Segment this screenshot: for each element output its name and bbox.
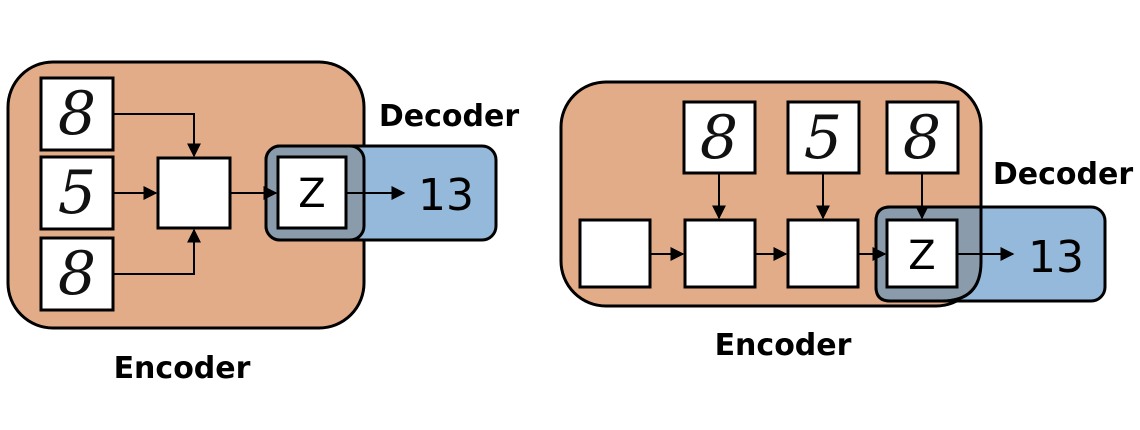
right-encoder-label: Encoder <box>715 328 852 363</box>
right-digit-3: 8 <box>903 103 941 173</box>
left-decoder-label: Decoder <box>379 99 519 134</box>
right-digit-2: 5 <box>804 103 842 173</box>
left-arrow-bottom <box>113 228 201 275</box>
left-digit-box-3 <box>39 236 115 312</box>
right-digit-box-2 <box>786 100 861 175</box>
right-initial-state-box <box>578 218 652 289</box>
right-digit-box-1 <box>682 100 757 175</box>
left-output-value: 13 <box>418 170 474 221</box>
left-digit-3: 8 <box>58 239 96 309</box>
right-digit-box-3 <box>885 100 960 175</box>
left-digit-box-2 <box>39 155 115 231</box>
right-output-value: 13 <box>1028 232 1084 283</box>
left-diagram: 8 5 8 Z 13 Decoder Encoder <box>6 60 519 386</box>
left-arrow-top <box>113 113 201 158</box>
left-z-box <box>276 155 348 230</box>
right-digit-1: 8 <box>700 103 738 173</box>
right-decoder-label: Decoder <box>993 157 1133 192</box>
left-z-label: Z <box>298 171 325 217</box>
left-aggregator-box <box>156 156 232 230</box>
right-diagram: 8 5 8 Z 13 Decoder Encoder <box>559 80 1133 363</box>
right-state-box-2 <box>786 218 860 289</box>
right-z-label: Z <box>908 233 935 279</box>
left-digit-2: 5 <box>58 158 96 228</box>
right-state-box-1 <box>683 218 757 289</box>
left-digit-1: 8 <box>58 79 96 149</box>
left-encoder-label: Encoder <box>114 351 251 386</box>
